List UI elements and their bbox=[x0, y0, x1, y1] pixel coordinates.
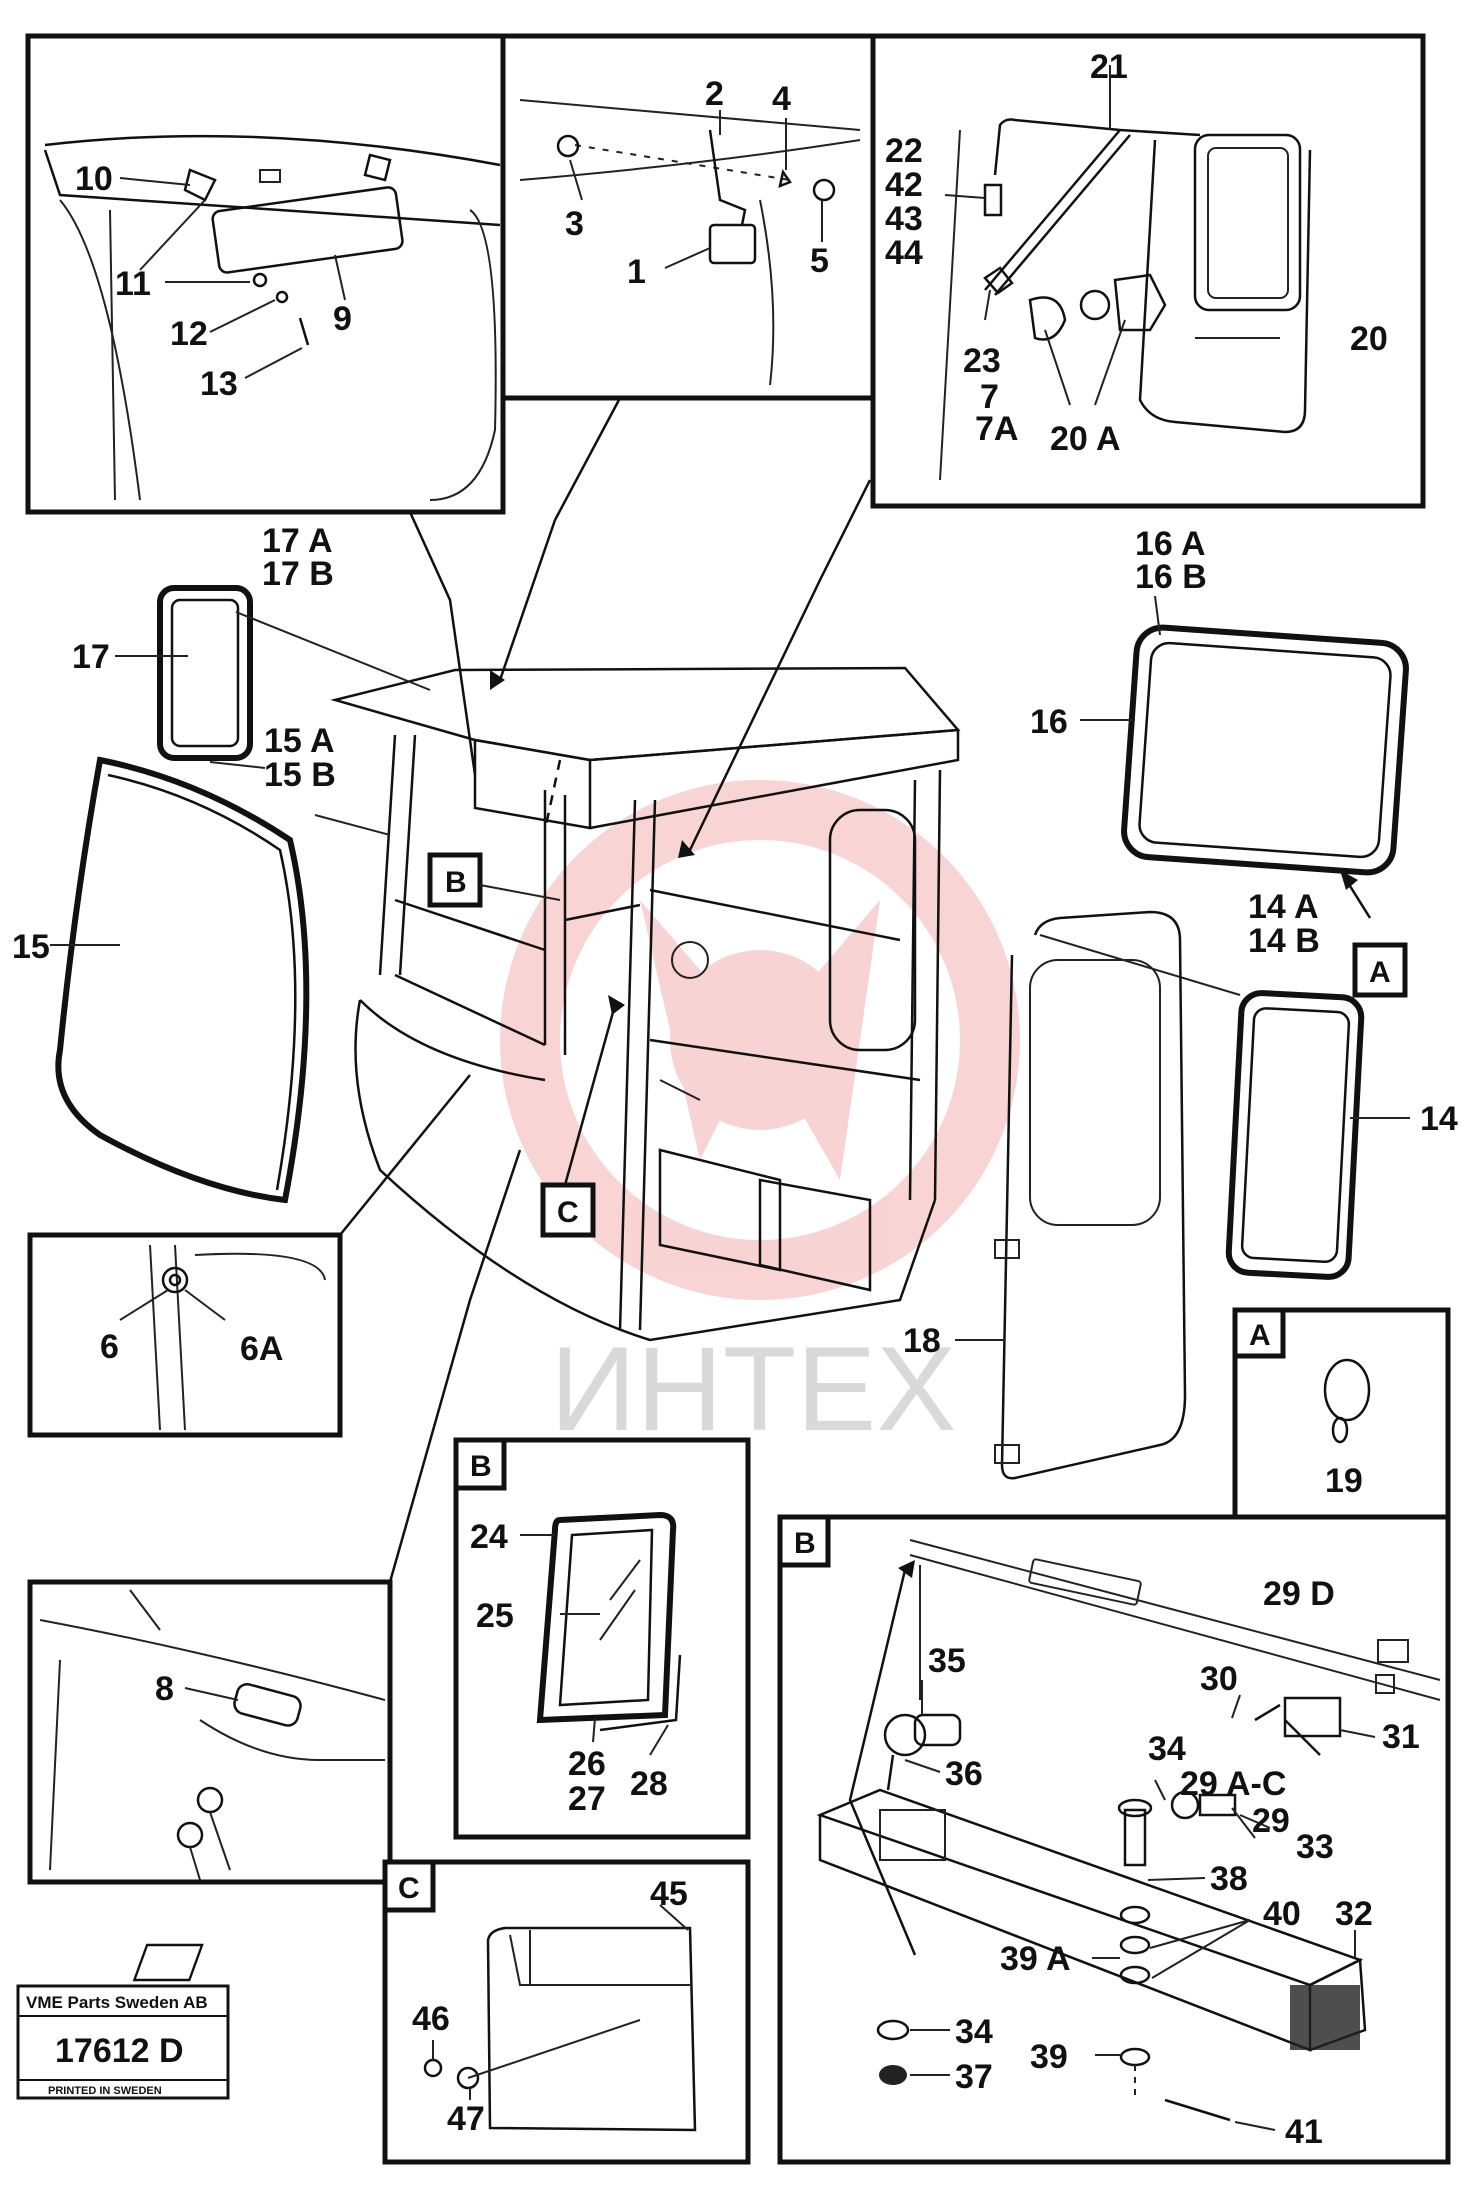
part-label-47: 47 bbox=[447, 2100, 485, 2138]
part-label-16b: 16 B bbox=[1135, 558, 1207, 596]
part-label-11: 11 bbox=[115, 265, 151, 303]
stamp-printed: PRINTED IN SWEDEN bbox=[48, 2085, 162, 2097]
part-label-35: 35 bbox=[928, 1642, 966, 1680]
part-label-15: 15 bbox=[12, 928, 50, 966]
part-label-30: 30 bbox=[1200, 1660, 1238, 1698]
part-label-39a: 39 A bbox=[1000, 1940, 1071, 1978]
part-label-40: 40 bbox=[1263, 1895, 1301, 1933]
inset-interior-mirror: 2 4 3 1 5 bbox=[500, 33, 876, 401]
watermark-text: ИНТЕХ bbox=[550, 1322, 956, 1456]
part-label-13: 13 bbox=[200, 365, 238, 403]
inset-c-box: C 45 46 47 bbox=[382, 1859, 751, 2165]
part-label-17a: 17 A bbox=[262, 522, 333, 560]
stamp-number: 17612 D bbox=[55, 2032, 184, 2070]
part-label-33: 33 bbox=[1296, 1828, 1334, 1866]
callout-b-on-cab: B bbox=[427, 852, 561, 908]
part-label-6a: 6A bbox=[240, 1330, 283, 1368]
window-17: 17 17 A 17 B bbox=[72, 522, 431, 769]
part-label-14a: 14 A bbox=[1248, 888, 1319, 926]
part-label-10: 10 bbox=[75, 160, 113, 198]
part-label-26: 26 bbox=[568, 1745, 606, 1783]
part-label-31: 31 bbox=[1382, 1718, 1420, 1756]
door-18: 18 bbox=[903, 910, 1187, 1480]
inset-exterior-mirror: 21 22 42 43 44 20 23 7 7A 20 A bbox=[870, 33, 1426, 509]
part-label-1: 1 bbox=[627, 253, 646, 291]
inset-a: A 19 bbox=[1232, 1307, 1451, 1520]
part-label-25: 25 bbox=[476, 1597, 514, 1635]
part-label-29ac: 29 A-C bbox=[1180, 1765, 1286, 1803]
part-label-6: 6 bbox=[100, 1328, 119, 1366]
part-label-46: 46 bbox=[412, 2000, 450, 2038]
part-label-39: 39 bbox=[1030, 2038, 1068, 2076]
inset-a-label: A bbox=[1249, 1319, 1271, 1352]
part-label-29d: 29 D bbox=[1263, 1575, 1335, 1613]
stamp-company: VME Parts Sweden AB bbox=[26, 1993, 208, 2012]
part-label-7a: 7A bbox=[975, 410, 1018, 448]
part-label-9: 9 bbox=[333, 300, 352, 338]
part-label-23: 23 bbox=[963, 342, 1001, 380]
part-label-18: 18 bbox=[903, 1322, 941, 1360]
callout-label-a: A bbox=[1369, 956, 1391, 989]
part-label-44: 44 bbox=[885, 234, 923, 272]
part-label-32: 32 bbox=[1335, 1895, 1373, 1933]
part-label-28: 28 bbox=[630, 1765, 668, 1803]
part-label-5: 5 bbox=[810, 242, 829, 280]
part-label-34b: 34 bbox=[955, 2013, 993, 2051]
watermark-gear bbox=[500, 780, 1020, 1300]
part-label-7: 7 bbox=[980, 378, 999, 416]
part-label-4: 4 bbox=[772, 80, 791, 118]
callout-label-b: B bbox=[445, 866, 467, 899]
part-label-21: 21 bbox=[1090, 48, 1128, 86]
inset-b-window: B 24 25 26 27 28 bbox=[453, 1437, 751, 1840]
part-label-20: 20 bbox=[1350, 320, 1388, 358]
part-label-12: 12 bbox=[170, 315, 208, 353]
part-label-27: 27 bbox=[568, 1780, 606, 1818]
part-label-15a: 15 A bbox=[264, 722, 335, 760]
part-label-17b: 17 B bbox=[262, 555, 334, 593]
part-label-3: 3 bbox=[565, 205, 584, 243]
inset-6: 6 6A bbox=[27, 1074, 471, 1438]
windscreen-15: 15 15 A 15 B bbox=[12, 722, 391, 1204]
part-label-14b: 14 B bbox=[1248, 922, 1320, 960]
part-label-2: 2 bbox=[705, 75, 724, 113]
inset-c-label: C bbox=[398, 1872, 420, 1905]
inset-b-mount-label: B bbox=[794, 1527, 816, 1560]
callout-label-c: C bbox=[557, 1196, 579, 1229]
part-label-15b: 15 B bbox=[264, 756, 336, 794]
inset-b-mount: B bbox=[132, 1514, 1451, 2165]
part-label-22: 22 bbox=[885, 132, 923, 170]
part-label-19: 19 bbox=[1325, 1462, 1363, 1500]
part-label-38: 38 bbox=[1210, 1860, 1248, 1898]
inset-b-window-label: B bbox=[470, 1450, 492, 1483]
part-label-29: 29 bbox=[1252, 1802, 1290, 1840]
part-label-41: 41 bbox=[1285, 2113, 1323, 2151]
part-label-37: 37 bbox=[955, 2058, 993, 2096]
part-label-24: 24 bbox=[470, 1518, 508, 1556]
part-label-16a: 16 A bbox=[1135, 525, 1206, 563]
part-label-17: 17 bbox=[72, 638, 110, 676]
part-label-36: 36 bbox=[945, 1755, 983, 1793]
callout-a-on-cab: A bbox=[1352, 942, 1408, 998]
window-16: 16 16 A 16 B bbox=[1030, 525, 1409, 919]
part-label-20a: 20 A bbox=[1050, 420, 1121, 458]
part-label-42: 42 bbox=[885, 166, 923, 204]
cab-main bbox=[330, 666, 961, 1342]
inset-8: 8 bbox=[27, 1149, 522, 1885]
window-14: 14 14 A 14 B bbox=[1039, 888, 1458, 1280]
part-label-14: 14 bbox=[1420, 1100, 1458, 1138]
part-label-34: 34 bbox=[1148, 1730, 1186, 1768]
part-label-8: 8 bbox=[155, 1670, 174, 1708]
callout-c-on-cab: C bbox=[540, 995, 625, 1238]
part-label-43: 43 bbox=[885, 200, 923, 238]
inset-sun-visor: 10 11 12 13 9 bbox=[25, 33, 506, 515]
drawing-stamp: VME Parts Sweden AB 17612 D PRINTED IN S… bbox=[16, 1984, 230, 2100]
part-label-16: 16 bbox=[1030, 703, 1068, 741]
part-label-45: 45 bbox=[650, 1875, 688, 1913]
